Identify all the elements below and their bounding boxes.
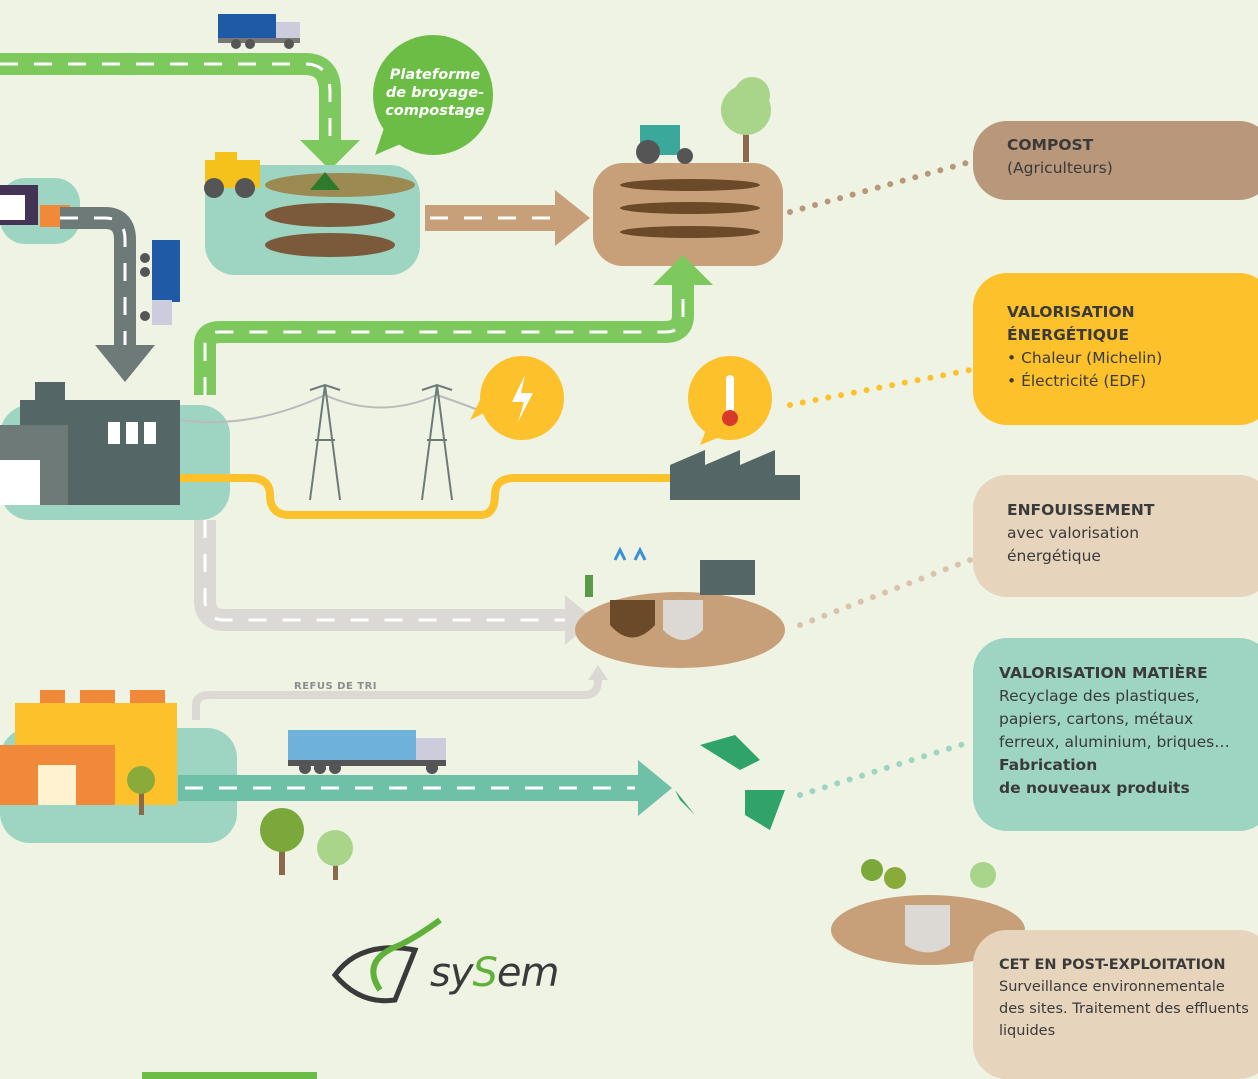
energy-title-1: VALORISATION (1007, 303, 1135, 321)
energy-line-1: • Chaleur (Michelin) (1007, 349, 1163, 367)
loader-icon (204, 152, 260, 198)
power-pylons (179, 383, 491, 501)
cet-line-3: liquides (999, 1023, 1056, 1039)
cet-title: CET EN POST-EXPLOITATION (999, 957, 1226, 973)
refus-de-tri-label: REFUS DE TRI (294, 681, 378, 692)
landfill-connector (797, 557, 973, 628)
logo-part-2: S (472, 950, 498, 996)
landfill-line-2: énergétique (1007, 547, 1101, 565)
material-line-1: Recyclage des plastiques, (999, 687, 1200, 705)
material-bold-2: de nouveaux produits (999, 779, 1190, 797)
sysem-logo-text: sySem (430, 950, 560, 996)
logo-part-1: sy (430, 950, 474, 996)
tree-icon (721, 77, 771, 162)
logo-part-3: em (496, 950, 560, 996)
landfill (575, 546, 785, 668)
teal-road (178, 760, 672, 816)
platform-line-3: compostage (385, 103, 485, 119)
compost-card: COMPOST (Agriculteurs) (973, 121, 1258, 200)
material-title: VALORISATION MATIÈRE (999, 664, 1208, 682)
compost-field (593, 163, 783, 266)
energy-card: VALORISATION ÉNERGÉTIQUE • Chaleur (Mich… (973, 273, 1258, 425)
material-card: VALORISATION MATIÈRE Recyclage des plast… (973, 638, 1258, 831)
tractor-icon (636, 125, 693, 164)
compost-connector (787, 159, 973, 215)
material-line-3: ferreux, aluminium, briques… (999, 733, 1230, 751)
platform-line-1: Plateforme (389, 67, 481, 83)
compost-platform (205, 165, 420, 275)
light-road (194, 520, 595, 645)
energy-connector (787, 367, 973, 408)
cet-line-2: des sites. Traitement des effluents (999, 1001, 1249, 1017)
material-line-2: papiers, cartons, métaux (999, 710, 1194, 728)
sysem-logo-mark (331, 917, 442, 1004)
energy-line-2: • Électricité (EDF) (1007, 372, 1147, 390)
platform-bubble (373, 35, 493, 155)
energy-title-2: ÉNERGÉTIQUE (1007, 326, 1130, 344)
compost-line-1: (Agriculteurs) (1007, 159, 1113, 177)
platform-bubble-label: Plateforme de broyage- compostage (380, 66, 490, 120)
heat-bubble (688, 356, 772, 445)
recycle-icon (675, 735, 785, 830)
incinerator-plant (0, 382, 230, 520)
truck-grey-icon (140, 240, 180, 325)
landfill-title: ENFOUISSEMENT (1007, 501, 1155, 519)
refus-road (192, 665, 608, 720)
trees-bottom (127, 766, 353, 880)
cet-card: CET EN POST-EXPLOITATION Surveillance en… (973, 930, 1258, 1079)
landfill-card: ENFOUISSEMENT avec valorisation énergéti… (973, 475, 1258, 597)
truck-bottom-icon (288, 730, 446, 774)
electricity-bubble (470, 356, 564, 440)
bottom-accent-bar (142, 1072, 317, 1079)
brown-arrow (425, 190, 590, 246)
platform-line-2: de broyage- (385, 85, 485, 101)
cet-line-1: Surveillance environnementale (999, 979, 1225, 995)
truck-top-icon (218, 14, 300, 49)
compost-title: COMPOST (1007, 136, 1094, 154)
recycle-connector (797, 739, 973, 798)
landfill-line-1: avec valorisation (1007, 524, 1140, 542)
factory-icon (670, 450, 800, 500)
sorting-center (0, 690, 237, 843)
material-bold-1: Fabrication (999, 756, 1098, 774)
green-road-top (0, 53, 360, 170)
grey-road (60, 207, 155, 382)
green-road-middle (194, 255, 713, 395)
heat-pipe (180, 474, 680, 519)
